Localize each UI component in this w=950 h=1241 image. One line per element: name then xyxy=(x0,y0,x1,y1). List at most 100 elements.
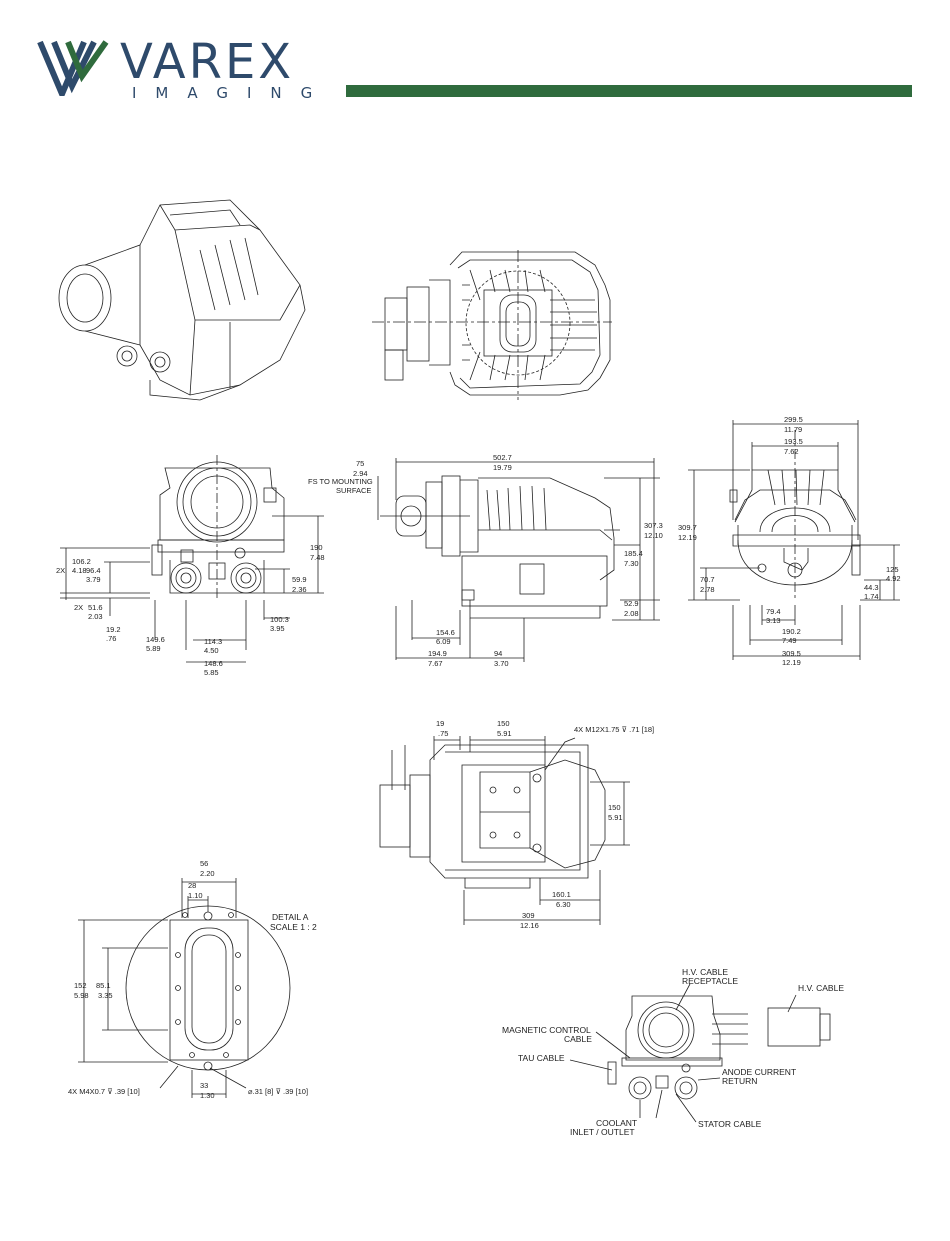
dim-56: 56 xyxy=(200,859,208,868)
dim-28: 28 xyxy=(188,881,196,890)
dim-96: 96.4 xyxy=(86,566,101,575)
dim-length: 502.7 xyxy=(493,453,512,462)
note-hole: ⌀.31 [8] ⊽ .39 [10] xyxy=(248,1087,308,1096)
dim-148: 148.6 xyxy=(204,659,223,668)
bottom-view xyxy=(379,736,630,925)
dim-96-in: 3.79 xyxy=(86,575,101,584)
dim-148-in: 5.85 xyxy=(204,668,219,677)
logo-wordmark: VAREX xyxy=(120,34,295,90)
dim-149: 149.6 xyxy=(146,635,165,644)
detail-scale-label: SCALE 1 : 2 xyxy=(270,922,317,932)
fs-label-2: SURFACE xyxy=(336,486,371,495)
dim-33: 33 xyxy=(200,1081,208,1090)
dim-b150: 150 xyxy=(497,719,510,728)
dim-106-in: 4.18 xyxy=(72,566,87,575)
dim-59-in: 2.36 xyxy=(292,585,307,594)
dim-106: 106.2 xyxy=(72,557,91,566)
top-view xyxy=(372,250,612,400)
logo-subtitle: IMAGING xyxy=(132,84,332,102)
dim-154: 154.6 xyxy=(436,628,455,637)
dim-307: 307.3 xyxy=(644,521,663,530)
dim-85: 85.1 xyxy=(96,981,111,990)
dim-152: 152 xyxy=(74,981,87,990)
dim-160-in: 6.30 xyxy=(556,900,571,909)
front-view xyxy=(60,455,324,663)
callout-coolant-1: COOLANT xyxy=(596,1118,637,1128)
dim-fs: 75 xyxy=(356,459,364,468)
callout-hv-receptacle-1: H.V. CABLE xyxy=(682,967,728,977)
dim-length-in: 19.79 xyxy=(493,463,512,472)
dim-299-in: 11.79 xyxy=(784,425,802,434)
detail-a-view xyxy=(78,878,291,1098)
dim-149-in: 5.89 xyxy=(146,644,161,653)
dim-125: 125 xyxy=(886,565,899,574)
dim-79-in: 3.13 xyxy=(766,616,781,625)
dim-51: 51.6 xyxy=(88,603,103,612)
dim-70-in: 2.78 xyxy=(700,585,715,594)
dim-190: 190 xyxy=(310,543,323,552)
dim-190r-in: 7.49 xyxy=(782,636,797,645)
dim-19-in: .76 xyxy=(106,634,116,643)
dim-309h: 309.7 xyxy=(678,523,697,532)
dim-79: 79.4 xyxy=(766,607,781,616)
dim-114-in: 4.50 xyxy=(204,646,219,655)
dim-94: 94 xyxy=(494,649,502,658)
dim-52: 52.9 xyxy=(624,599,639,608)
dim-299: 299.5 xyxy=(784,415,803,424)
dim-152-in: 5.98 xyxy=(74,991,89,1000)
dim-19: 19.2 xyxy=(106,625,121,634)
dim-52-in: 2.08 xyxy=(624,609,639,618)
dim-fs-in: 2.94 xyxy=(353,469,368,478)
dim-193: 193.5 xyxy=(784,437,803,446)
dim-44-in: 1.74 xyxy=(864,592,879,601)
callout-anode-1: ANODE CURRENT xyxy=(722,1067,796,1077)
dim-190r: 190.2 xyxy=(782,627,801,636)
dim-59: 59.9 xyxy=(292,575,307,584)
side-view xyxy=(377,458,660,662)
iso-view xyxy=(58,199,306,401)
dim-114: 114.3 xyxy=(204,637,222,646)
dim-33-in: 1.30 xyxy=(200,1091,215,1100)
dim-51-prefix: 2X xyxy=(74,603,83,612)
dim-56-in: 2.20 xyxy=(200,869,215,878)
callout-hv-receptacle-2: RECEPTACLE xyxy=(682,976,738,986)
callout-magnetic-2: CABLE xyxy=(564,1034,592,1044)
dim-85-in: 3.35 xyxy=(98,991,113,1000)
dim-b150v: 150 xyxy=(608,803,621,812)
dim-106-prefix: 2X xyxy=(56,566,65,575)
callout-anode-2: RETURN xyxy=(722,1076,757,1086)
dim-b19: 19 xyxy=(436,719,444,728)
dim-b150v-in: 5.91 xyxy=(608,813,623,822)
fs-label-1: FS TO MOUNTING xyxy=(308,477,373,486)
detail-a-label: DETAIL A xyxy=(272,912,309,922)
dim-194-in: 7.67 xyxy=(428,659,443,668)
dim-154-in: 6.09 xyxy=(436,637,451,646)
dim-193-in: 7.62 xyxy=(784,447,799,456)
dim-b150-in: 5.91 xyxy=(497,729,512,738)
dim-70: 70.7 xyxy=(700,575,715,584)
dim-44: 44.3 xyxy=(864,583,879,592)
callout-hv-cable: H.V. CABLE xyxy=(798,983,844,993)
dim-94-in: 3.70 xyxy=(494,659,509,668)
dim-185-in: 7.30 xyxy=(624,559,639,568)
dim-51-in: 2.03 xyxy=(88,612,103,621)
dim-309w: 309.5 xyxy=(782,649,801,658)
dim-b309: 309 xyxy=(522,911,535,920)
dim-185: 185.4 xyxy=(624,549,643,558)
note-m4: 4X M4X0.7 ⊽ .39 [10] xyxy=(68,1087,140,1096)
logo-chevron-icon xyxy=(37,40,109,96)
dim-b19-in: .75 xyxy=(438,729,448,738)
dim-309h-in: 12.19 xyxy=(678,533,697,542)
dim-160: 160.1 xyxy=(552,890,571,899)
dim-b309-in: 12.16 xyxy=(520,921,539,930)
dim-307-in: 12.10 xyxy=(644,531,663,540)
note-m12: 4X M12X1.75 ⊽ .71 [18] xyxy=(574,725,654,734)
header-accent-bar xyxy=(346,85,912,97)
dim-190-in: 7.48 xyxy=(310,553,325,562)
callout-magnetic-1: MAGNETIC CONTROL xyxy=(502,1025,591,1035)
dim-100: 100.3 xyxy=(270,615,289,624)
dim-125-in: 4.92 xyxy=(886,574,901,583)
dim-194: 194.9 xyxy=(428,649,447,658)
dim-100-in: 3.95 xyxy=(270,624,285,633)
